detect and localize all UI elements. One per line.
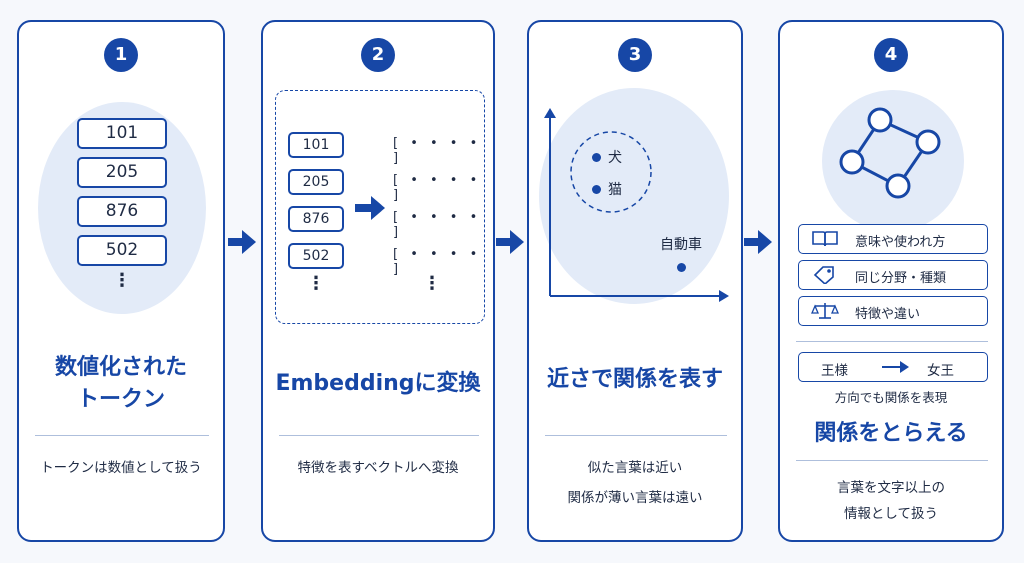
arrow-right-icon (744, 230, 772, 254)
step-title-1-line1: 数値化された (54, 355, 187, 380)
step-title-1-line2: トークン (76, 387, 165, 412)
token-box-1: 101 (77, 118, 167, 149)
feature-label-meaning: 意味や使われ方 (855, 235, 946, 250)
space-background-blob (539, 88, 729, 304)
tag-icon (813, 266, 834, 284)
token-box-3: 876 (77, 196, 167, 227)
divider (279, 435, 479, 436)
arrow-right-icon (496, 230, 524, 254)
step-title-1: 数値化された トークン (19, 352, 223, 416)
more-tokens-ellipsis: ⋮ (307, 273, 325, 294)
token-box-1: 101 (288, 132, 344, 158)
token-box-2: 205 (288, 169, 344, 195)
vector-4: [ • • • • ] (393, 247, 482, 277)
step-caption-4-line1: 言葉を文字以上の (837, 480, 945, 496)
vector-1: [ • • • • ] (393, 136, 482, 166)
token-box-4: 502 (288, 243, 344, 269)
step-title-3: 近さで関係を表す (546, 367, 723, 392)
token-box-3: 876 (288, 206, 344, 232)
token-box-4: 502 (77, 235, 167, 266)
step-card-3: 3 犬 猫 自動車 近さで関係を表す 似た言葉は近い 関係が薄い言葉は遠い (527, 20, 743, 542)
arrow-right-icon (228, 230, 256, 254)
feature-difference: 特徴や違い (798, 296, 988, 326)
step-card-2: 2 101 205 876 502 ⋮ [ • • • • ] [ • • • … (261, 20, 495, 542)
step-caption-1: トークンは数値として扱う (40, 460, 202, 476)
embedding-space-axes (544, 108, 729, 302)
arrow-right-icon (882, 361, 909, 373)
analogy-from: 王様 (821, 363, 848, 379)
vector-3: [ • • • • ] (393, 210, 482, 240)
step-card-1: 1 101 205 876 502 ⋮ 数値化された トークン トークンは数値と… (17, 20, 225, 542)
more-vectors-ellipsis: ⋮ (423, 273, 441, 294)
point-dog (592, 153, 601, 162)
point-cat (592, 185, 601, 194)
analogy-to: 女王 (927, 363, 954, 379)
embedding-dashed-frame (275, 90, 485, 324)
step-number-3: 3 (618, 38, 652, 72)
label-cat: 猫 (608, 182, 622, 198)
analogy-note: 方向でも関係を表現 (834, 390, 948, 405)
scale-icon (811, 303, 839, 319)
step-number-1: 1 (104, 38, 138, 72)
divider (796, 460, 988, 461)
point-car (677, 263, 686, 272)
step-caption-3-line2: 関係が薄い言葉は遠い (567, 490, 703, 506)
book-icon (812, 231, 838, 247)
step-card-4: 4 意味や使われ方 同じ分野・種類 特徴や違い (778, 20, 1004, 542)
step-title-4: 関係をとらえる (814, 421, 968, 446)
analogy-box: 王様 女王 (798, 352, 988, 382)
feature-label-category: 同じ分野・種類 (855, 271, 947, 286)
embed-arrow-icon (355, 196, 385, 220)
step-title-2: Embeddingに変換 (275, 371, 481, 396)
step-caption-4-line2: 情報として扱う (843, 506, 939, 522)
feature-meaning: 意味や使われ方 (798, 224, 988, 254)
divider (545, 435, 727, 436)
divider (35, 435, 209, 436)
step-number-2: 2 (361, 38, 395, 72)
label-car: 自動車 (660, 237, 702, 253)
label-dog: 犬 (608, 150, 622, 166)
feature-label-difference: 特徴や違い (855, 307, 921, 322)
step-caption-2: 特徴を表すベクトルへ変換 (297, 460, 459, 476)
more-tokens-ellipsis: ⋮ (113, 270, 131, 291)
step-caption-3-line1: 似た言葉は近い (587, 460, 683, 476)
divider (796, 341, 988, 342)
feature-category: 同じ分野・種類 (798, 260, 988, 290)
vector-2: [ • • • • ] (393, 173, 482, 203)
token-box-2: 205 (77, 157, 167, 188)
graph-network-icon (839, 107, 941, 199)
step-number-4: 4 (874, 38, 908, 72)
